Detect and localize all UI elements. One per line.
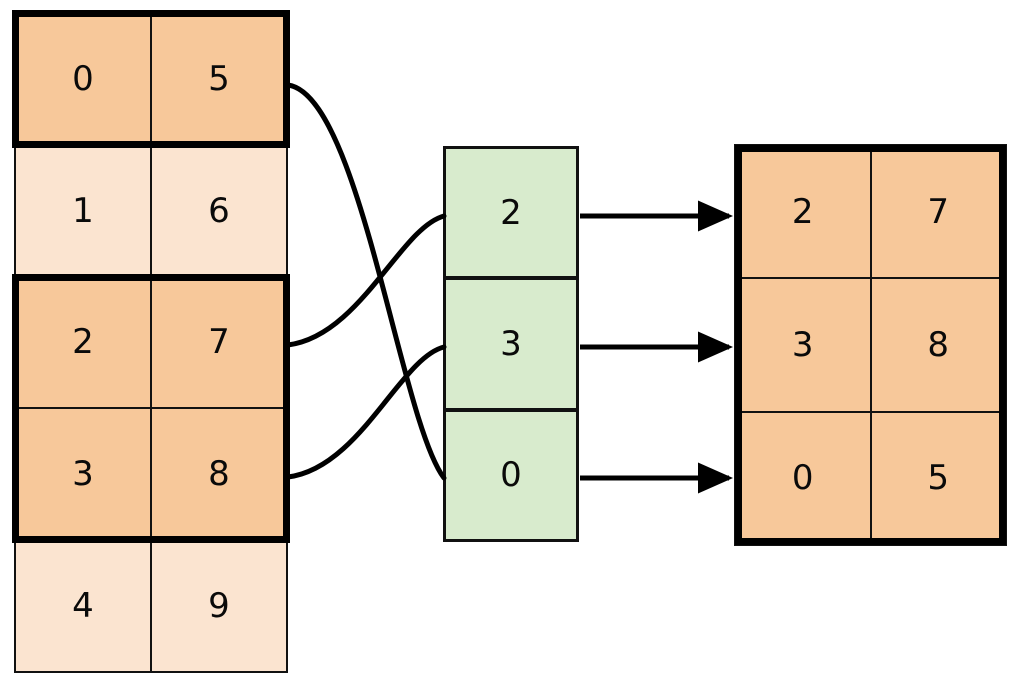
source-cell-r3c1: 8 [150,407,288,542]
source-table: 0 5 1 6 2 7 3 8 4 9 [14,12,288,673]
result-cell-r1c1: 8 [869,277,1007,413]
result-cell-r0c1: 7 [869,144,1007,280]
key-cell-1: 3 [443,277,579,411]
source-cell-r4c0: 4 [14,539,152,673]
source-cell-r4c1: 9 [150,539,288,673]
link-source-row-0-to-key-2 [285,82,447,481]
source-cell-r1c0: 1 [14,143,152,278]
result-table: 2 7 3 8 0 5 [734,144,1007,546]
source-cell-r2c1: 7 [150,275,288,410]
source-cell-r0c1: 5 [150,12,288,146]
result-cell-r1c0: 3 [734,277,872,413]
link-source-row-3-to-key-1 [285,344,447,480]
key-cell-2: 0 [443,408,579,542]
result-cell-r2c0: 0 [734,410,872,546]
source-cell-r1c1: 6 [150,143,288,278]
key-column: 2 3 0 [443,146,579,542]
key-cell-0: 2 [443,146,579,280]
source-cell-r0c0: 0 [14,12,152,146]
result-cell-r2c1: 5 [869,410,1007,546]
result-cell-r0c0: 2 [734,144,872,280]
link-source-row-2-to-key-0 [285,213,447,348]
source-cell-r3c0: 3 [14,407,152,542]
source-cell-r2c0: 2 [14,275,152,410]
